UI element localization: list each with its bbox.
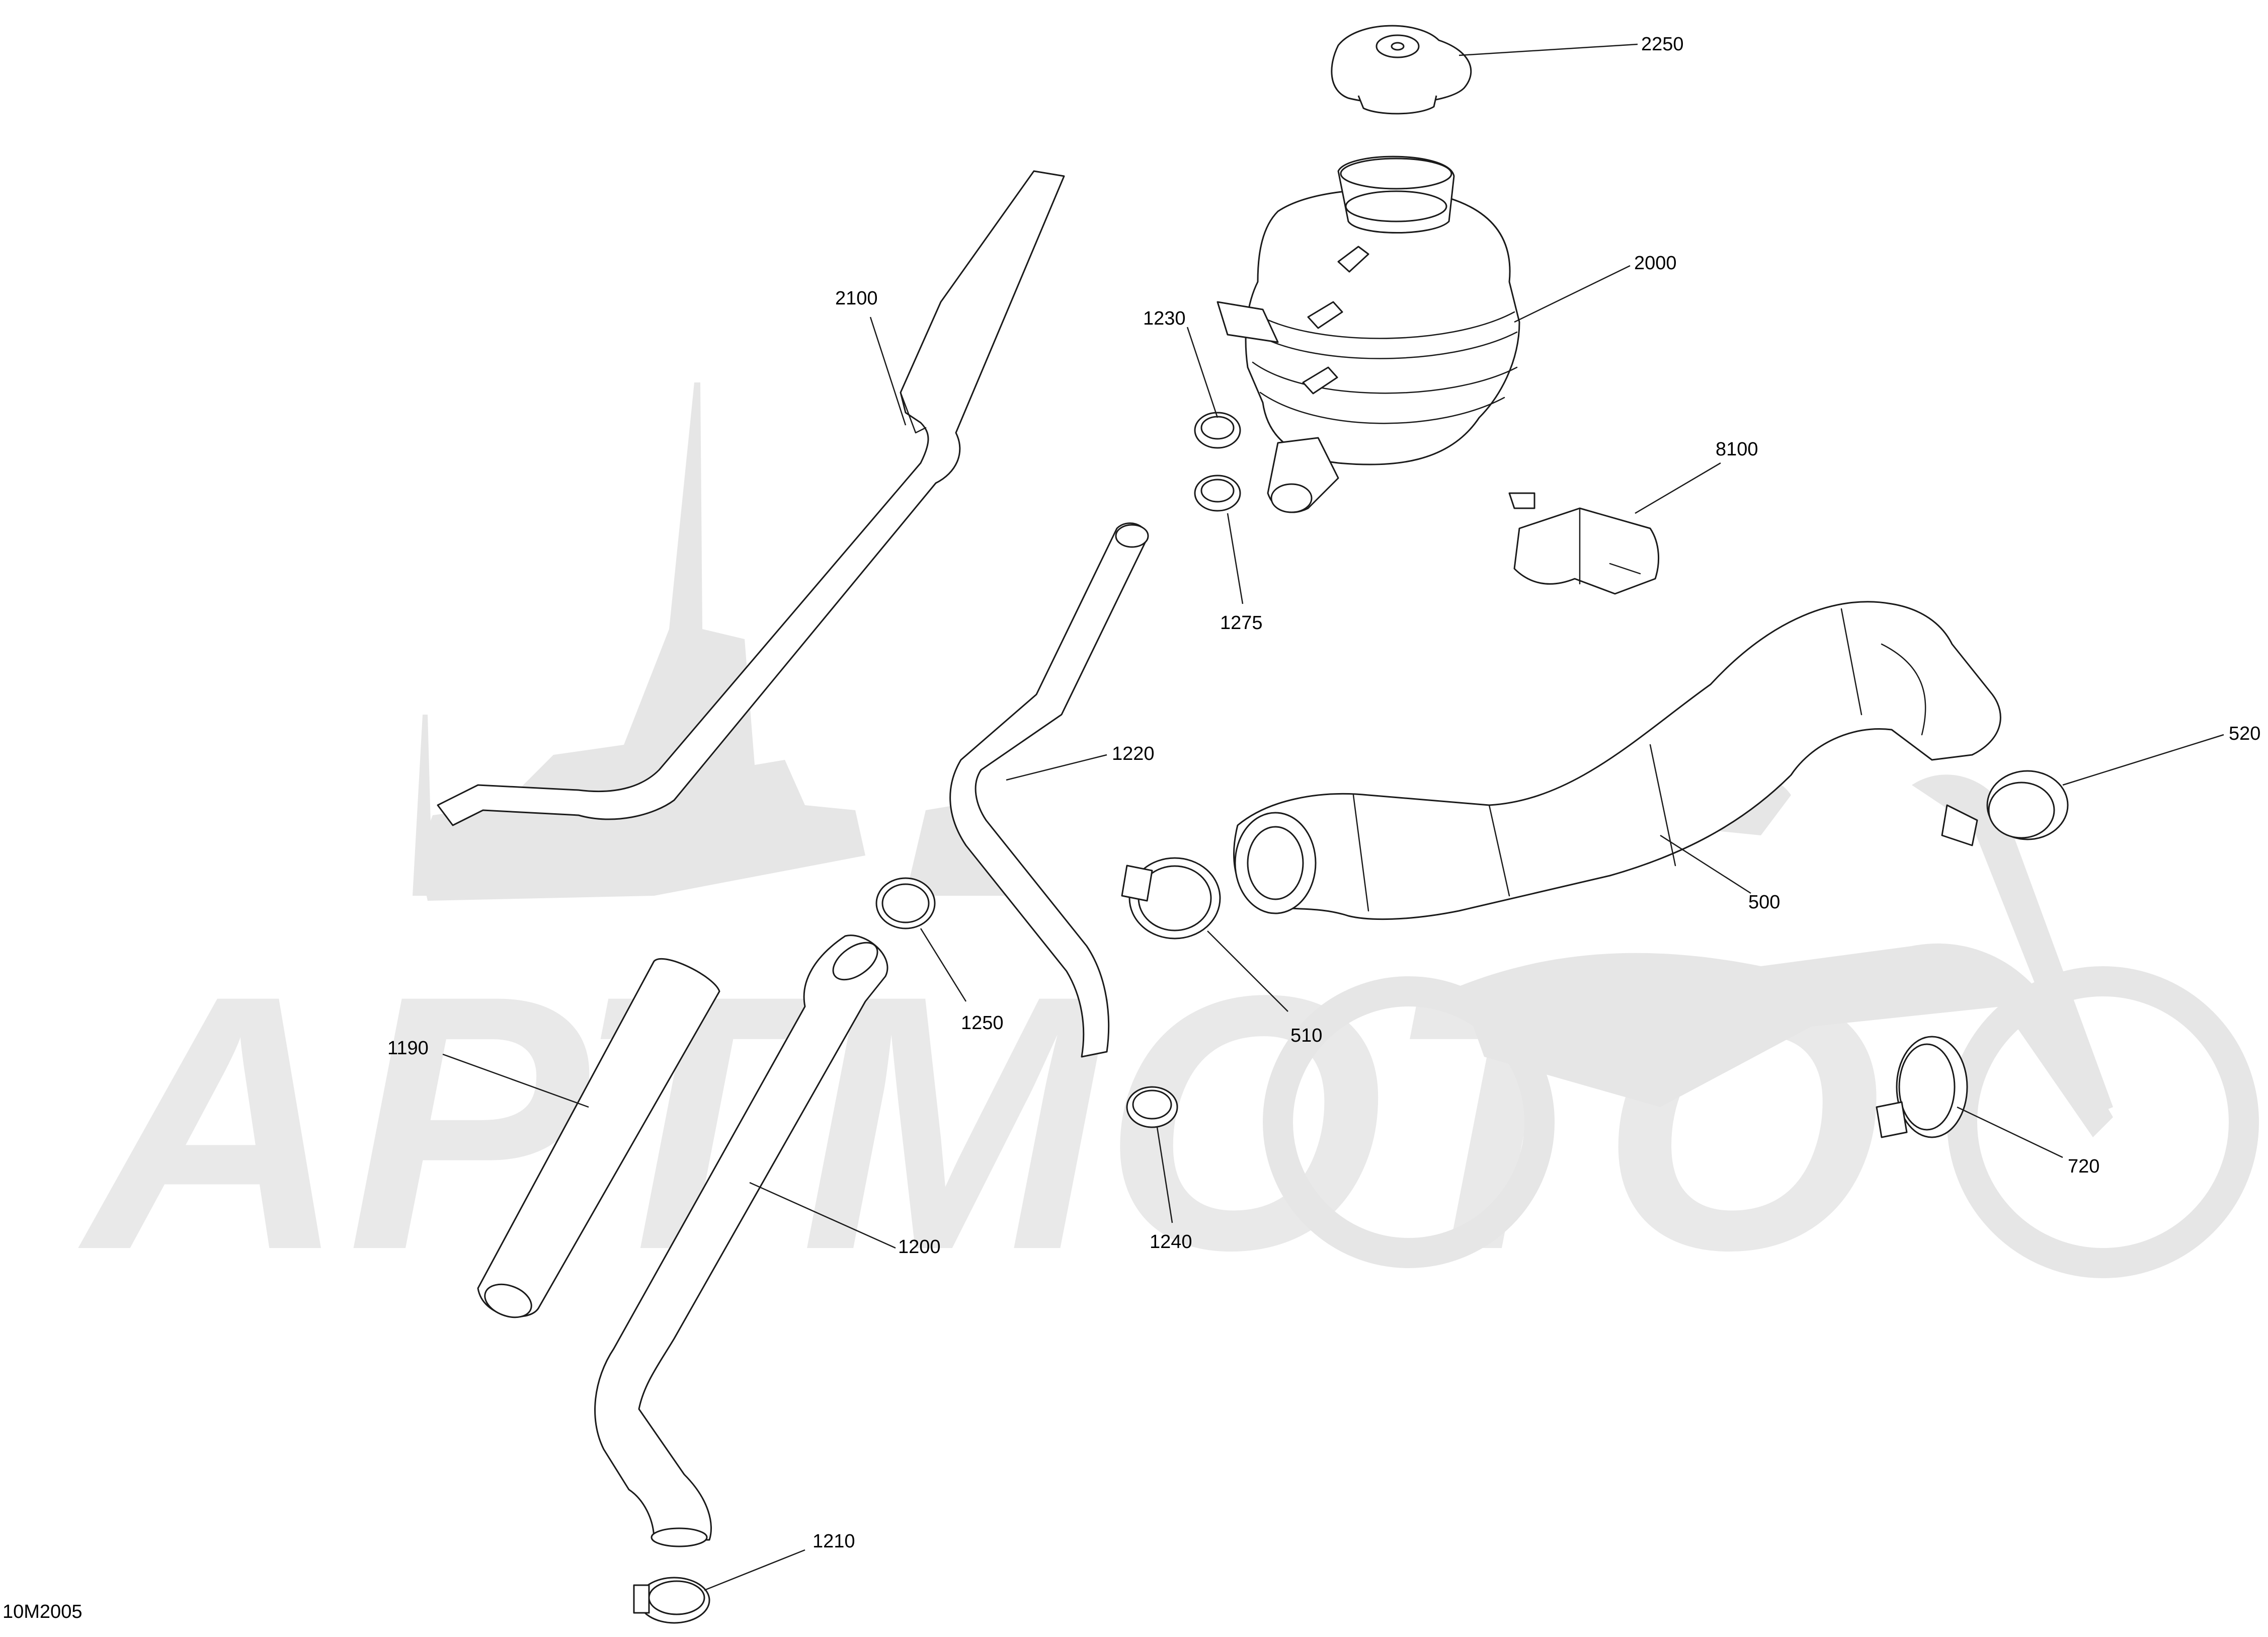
part-510-clamp [1121, 857, 1221, 940]
part-1200-hose [594, 934, 888, 1547]
callout-1190: 1190 [387, 1038, 429, 1059]
part-1275-clamp [1194, 475, 1241, 512]
part-1210-clamp [633, 1577, 710, 1624]
watermark: АРТМОТО [74, 382, 2259, 1325]
callout-500: 500 [1748, 892, 1780, 913]
callout-520: 520 [2229, 723, 2260, 744]
part-1220-hose [949, 522, 1149, 1058]
callout-1240: 1240 [1150, 1231, 1192, 1253]
part-2000-reservoir [1217, 155, 1520, 513]
callout-1220: 1220 [1112, 743, 1155, 764]
reference-code: 10M2005 [3, 1601, 82, 1622]
callout-1275: 1275 [1220, 612, 1263, 634]
callout-1250: 1250 [961, 1012, 1004, 1034]
part-1230-clamp [1194, 412, 1241, 449]
callout-2250: 2250 [1641, 34, 1684, 55]
callout-510: 510 [1290, 1025, 1322, 1046]
callout-2100: 2100 [835, 288, 878, 309]
part-1250-clamp [875, 877, 936, 929]
callout-1200: 1200 [898, 1236, 941, 1258]
part-2250-cap [1331, 25, 1472, 115]
callout-2000: 2000 [1634, 253, 1677, 274]
part-1190-pipe [477, 958, 720, 1318]
leader-lines [442, 43, 2224, 1591]
watermark-motorcycle [1263, 766, 2259, 1278]
callouts: 2250 2000 2100 1230 1275 8100 1220 500 5… [387, 34, 2260, 1552]
part-500-hose [1233, 601, 2001, 920]
part-1240-clamp [1126, 1086, 1178, 1128]
callout-8100: 8100 [1716, 439, 1758, 460]
watermark-city-silhouette [413, 382, 1006, 901]
part-8100-bracket [1508, 492, 1659, 595]
part-520-clamp [1941, 770, 2069, 846]
part-720-clamp [1876, 1036, 1968, 1138]
callout-1210: 1210 [813, 1531, 855, 1552]
callout-720: 720 [2068, 1156, 2099, 1177]
part-2100-hose [437, 170, 1065, 826]
callout-1230: 1230 [1143, 308, 1186, 329]
